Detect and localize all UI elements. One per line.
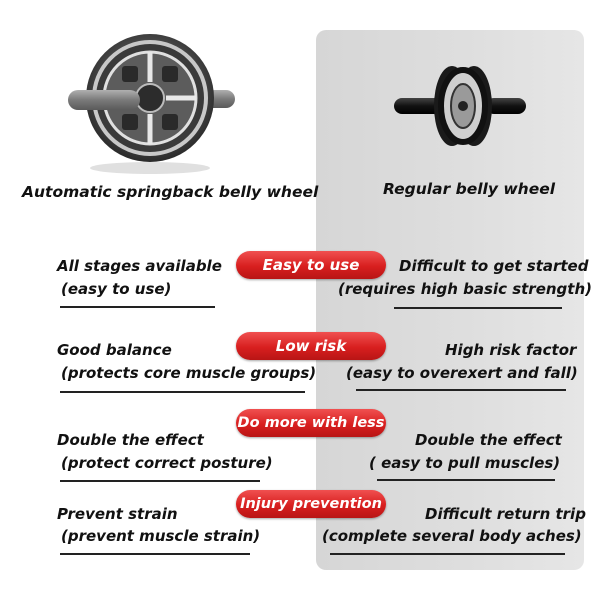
row4-right-line1: Difficult return trip <box>425 505 586 523</box>
row3-right-underline <box>377 479 555 481</box>
row3-left-line2: (protect correct posture) <box>61 454 273 472</box>
row4-left-underline <box>60 553 250 555</box>
badge-easy-to-use: Easy to use <box>236 251 386 279</box>
row2-right-line2: (easy to overexert and fall) <box>346 364 578 382</box>
row1-left-line2: (easy to use) <box>61 280 172 298</box>
row3-right-line2: ( easy to pull muscles) <box>369 454 561 472</box>
row1-left-underline <box>60 306 215 308</box>
row2-right-underline <box>356 389 566 391</box>
row3-left-line1: Double the effect <box>57 431 204 449</box>
row1-right-line2: (requires high basic strength) <box>338 280 592 298</box>
regular-wheel-title: Regular belly wheel <box>383 180 556 198</box>
row1-right-line1: Difficult to get started <box>399 257 589 275</box>
row4-left-line2: (prevent muscle strain) <box>61 527 261 545</box>
row1-right-underline <box>394 307 562 309</box>
row4-right-line2: (complete several body aches) <box>322 527 582 545</box>
badge-low-risk: Low risk <box>236 332 386 360</box>
badge-injury-prevention: Injury prevention <box>236 490 386 518</box>
row3-right-line1: Double the effect <box>415 431 562 449</box>
row4-right-underline <box>330 553 565 555</box>
row4-left-line1: Prevent strain <box>57 505 178 523</box>
row2-left-line2: (protects core muscle groups) <box>61 364 317 382</box>
row1-left-line1: All stages available <box>57 257 222 275</box>
regular-wheel-image <box>394 66 526 146</box>
row2-left-underline <box>60 391 305 393</box>
row3-left-underline <box>60 480 260 482</box>
row2-right-line1: High risk factor <box>445 341 577 359</box>
badge-do-more-with-less: Do more with less <box>236 409 386 437</box>
springback-wheel-image <box>68 34 235 174</box>
row2-left-line1: Good balance <box>57 341 172 359</box>
springback-wheel-title: Automatic springback belly wheel <box>22 183 319 201</box>
